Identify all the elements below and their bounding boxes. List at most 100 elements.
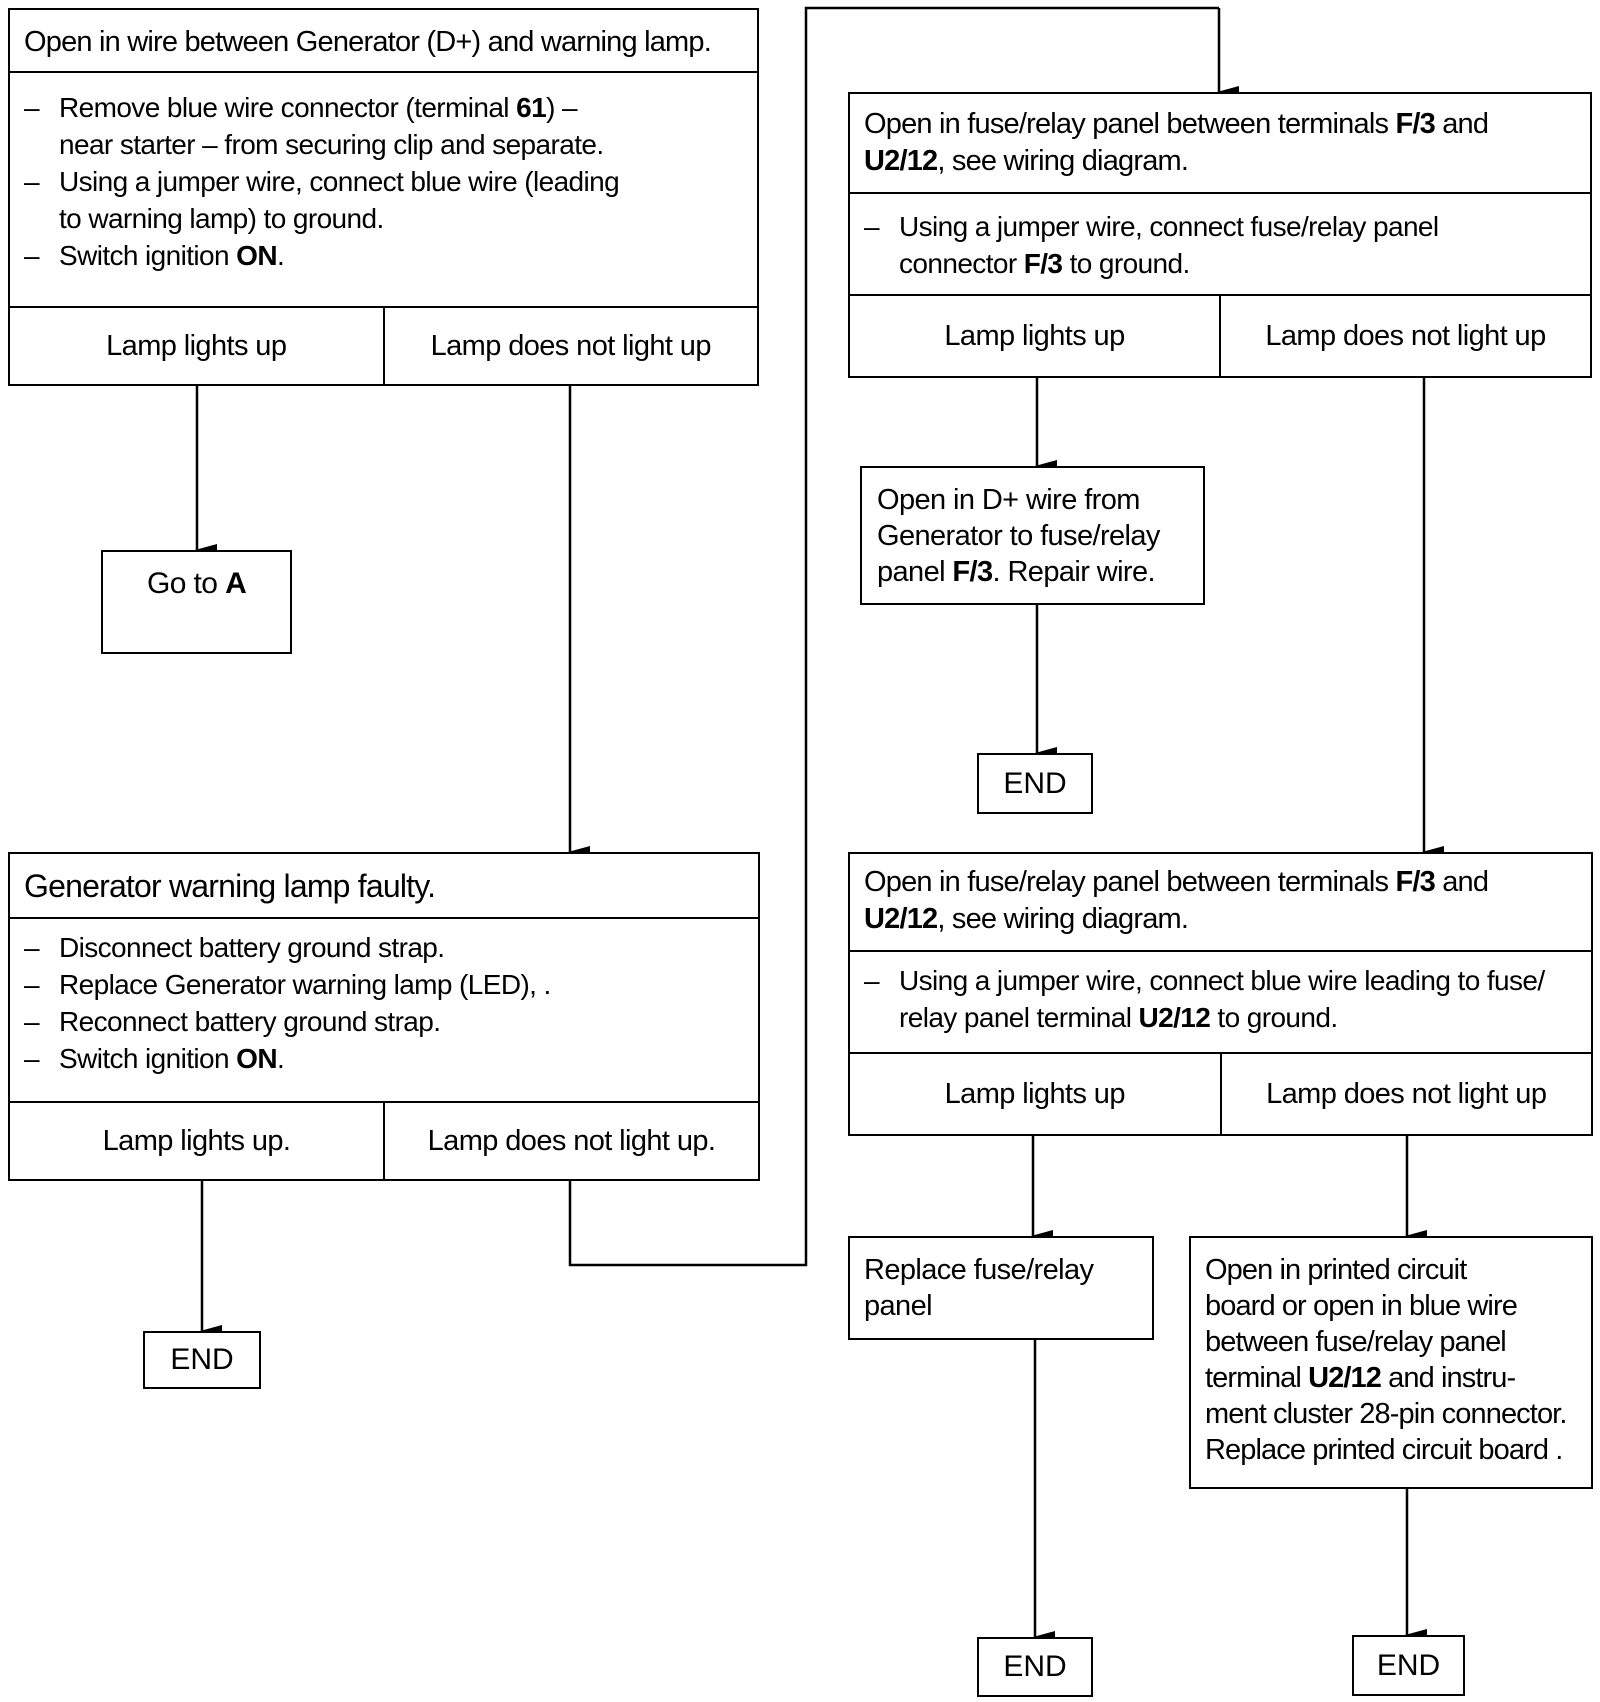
text-line: panel F/3. Repair wire. bbox=[877, 554, 1189, 590]
text-run: . bbox=[276, 240, 285, 271]
goto-prefix: Go to bbox=[147, 567, 226, 600]
step-dash: – bbox=[24, 1043, 40, 1074]
step-line: –Disconnect battery ground strap. bbox=[24, 929, 744, 966]
step-text: near starter – from securing clip and se… bbox=[59, 126, 604, 163]
step-line: relay panel terminal U2/12 to ground. bbox=[864, 999, 1577, 1036]
text-run: Generator to fuse/relay bbox=[877, 520, 1160, 552]
step-dash: – bbox=[864, 965, 880, 996]
outcome-row: Lamp lights up Lamp does not light up bbox=[850, 294, 1590, 376]
step-dash bbox=[24, 126, 59, 163]
box-open-wire-generator-lamp: Open in wire between Generator (D+) and … bbox=[8, 8, 759, 386]
text-line: board or open in blue wire bbox=[1205, 1288, 1585, 1324]
step-dash: – bbox=[24, 166, 40, 197]
text-run: Using a jumper wire, connect blue wire (… bbox=[59, 166, 620, 197]
text-run: Reconnect battery ground strap. bbox=[59, 1006, 441, 1037]
end-box-pcb: END bbox=[1352, 1635, 1465, 1696]
step-dash bbox=[864, 999, 899, 1036]
end-box-d-plus: END bbox=[977, 753, 1093, 814]
step-text: Replace Generator warning lamp (LED), . bbox=[59, 966, 551, 1003]
step-dash: – bbox=[24, 240, 40, 271]
step-text: Switch ignition ON. bbox=[59, 1040, 285, 1077]
text-run: Switch ignition bbox=[59, 240, 237, 271]
outcome-lamp-does-not-light: Lamp does not light up bbox=[382, 308, 758, 384]
bold-term: U2/12 bbox=[864, 145, 938, 177]
box-open-fuse-relay-panel-top: Open in fuse/relay panel between termina… bbox=[848, 92, 1592, 378]
text-run: relay panel terminal bbox=[899, 1002, 1139, 1033]
text-line: U2/12, see wiring diagram. bbox=[864, 143, 1576, 180]
step-dash: – bbox=[24, 969, 40, 1000]
box-go-to-a: Go to A bbox=[101, 550, 292, 654]
outcome-lamp-lights: Lamp lights up. bbox=[102, 1124, 291, 1157]
step-line: –Using a jumper wire, connect fuse/relay… bbox=[864, 208, 1576, 245]
step-text: Using a jumper wire, connect fuse/relay … bbox=[899, 208, 1439, 245]
box-generator-warning-lamp-faulty: Generator warning lamp faulty. –Disconne… bbox=[8, 852, 760, 1181]
text-run: Open in printed circuit bbox=[1205, 1254, 1467, 1286]
text-line: Replace fuse/relay bbox=[864, 1252, 1142, 1288]
step-line: –Using a jumper wire, connect blue wire … bbox=[864, 962, 1577, 999]
bold-term: F/3 bbox=[1023, 248, 1063, 279]
text-line: between fuse/relay panel bbox=[1205, 1324, 1585, 1360]
text-run: to ground. bbox=[1062, 248, 1191, 279]
step-list: –Disconnect battery ground strap.–Replac… bbox=[10, 919, 758, 1087]
step-dash: – bbox=[24, 92, 40, 123]
text-run: , see wiring diagram. bbox=[937, 903, 1189, 935]
step-text: relay panel terminal U2/12 to ground. bbox=[899, 999, 1338, 1036]
step-text: Switch ignition ON. bbox=[59, 237, 285, 274]
step-text: Disconnect battery ground strap. bbox=[59, 929, 445, 966]
outcome-lamp-lights: Lamp lights up bbox=[944, 1077, 1126, 1110]
text-run: connector bbox=[899, 248, 1024, 279]
text-line: U2/12, see wiring diagram. bbox=[864, 901, 1577, 938]
end-box-replace: END bbox=[977, 1637, 1093, 1697]
step-dash: – bbox=[24, 1006, 40, 1037]
text-run: between fuse/relay panel bbox=[1205, 1326, 1507, 1358]
box-title: Open in wire between Generator (D+) and … bbox=[10, 10, 757, 73]
text-line: ment cluster 28-pin connector. bbox=[1205, 1396, 1585, 1432]
text-run: near starter – from securing clip and se… bbox=[59, 129, 604, 160]
step-line: –Switch ignition ON. bbox=[24, 237, 743, 274]
text-run: panel bbox=[864, 1290, 933, 1322]
text-run: Using a jumper wire, connect blue wire l… bbox=[899, 965, 1545, 996]
text-run: and bbox=[1434, 866, 1489, 898]
outcome-row: Lamp lights up. Lamp does not light up. bbox=[10, 1101, 758, 1179]
text-line: Generator to fuse/relay bbox=[877, 518, 1189, 554]
bold-term: U2/12 bbox=[864, 903, 938, 935]
outcome-lamp-does-not-light: Lamp does not light up bbox=[1219, 1054, 1592, 1134]
step-text: Remove blue wire connector (terminal 61)… bbox=[59, 89, 578, 126]
box-open-fuse-relay-panel-bottom: Open in fuse/relay panel between termina… bbox=[848, 852, 1593, 1136]
step-text: to warning lamp) to ground. bbox=[59, 200, 384, 237]
bold-term: ON bbox=[236, 1043, 277, 1074]
text-line: Open in fuse/relay panel between termina… bbox=[864, 864, 1577, 901]
step-line: –Replace Generator warning lamp (LED), . bbox=[24, 966, 744, 1003]
outcome-lamp-lights: Lamp lights up bbox=[944, 319, 1125, 352]
connector-to-right-column bbox=[568, 6, 1219, 1267]
text-run: . Repair wire. bbox=[992, 556, 1156, 588]
outcome-row: Lamp lights up Lamp does not light up bbox=[850, 1052, 1591, 1134]
step-line: –Reconnect battery ground strap. bbox=[24, 1003, 744, 1040]
text-run: Replace printed circuit board . bbox=[1205, 1434, 1563, 1466]
text-line: Replace printed circuit board . bbox=[1205, 1432, 1585, 1468]
bold-term: U2/12 bbox=[1308, 1362, 1382, 1394]
text-run: to ground. bbox=[1210, 1002, 1338, 1033]
goto-target: A bbox=[225, 567, 247, 600]
text-line: Open in printed circuit bbox=[1205, 1252, 1585, 1288]
text-run: Open in fuse/relay panel between termina… bbox=[864, 108, 1396, 140]
text-line: Open in fuse/relay panel between termina… bbox=[864, 106, 1576, 143]
bold-term: U2/12 bbox=[1138, 1002, 1211, 1033]
text-run: Disconnect battery ground strap. bbox=[59, 932, 445, 963]
step-text: connector F/3 to ground. bbox=[899, 245, 1190, 282]
step-list: –Using a jumper wire, connect fuse/relay… bbox=[850, 194, 1590, 292]
outcome-lamp-does-not-light: Lamp does not light up. bbox=[383, 1103, 758, 1179]
text-line: Open in D+ wire from bbox=[877, 482, 1189, 518]
text-run: Open in D+ wire from bbox=[877, 484, 1140, 516]
step-dash: – bbox=[24, 932, 40, 963]
text-run: . bbox=[276, 1043, 285, 1074]
text-run: and instru- bbox=[1381, 1362, 1516, 1394]
bold-term: F/3 bbox=[1395, 108, 1435, 140]
step-line: –Remove blue wire connector (terminal 61… bbox=[24, 89, 743, 126]
step-dash bbox=[24, 200, 59, 237]
text-run: Open in fuse/relay panel between termina… bbox=[864, 866, 1396, 898]
text-run: panel bbox=[877, 556, 953, 588]
